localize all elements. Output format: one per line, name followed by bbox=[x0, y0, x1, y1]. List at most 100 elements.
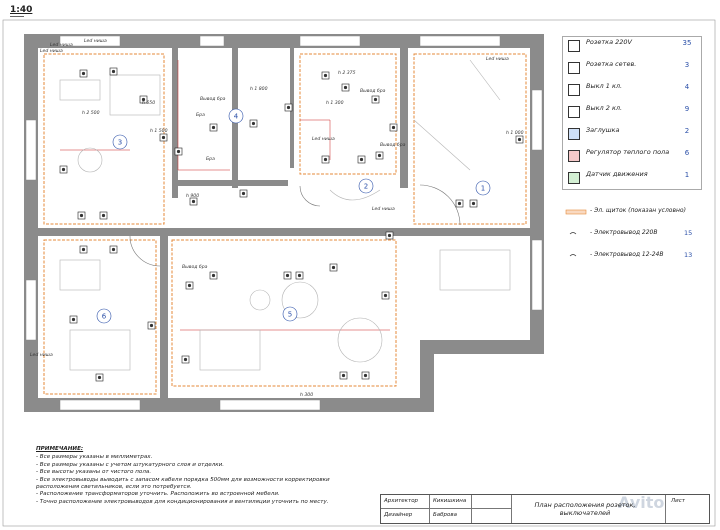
symbol-dot bbox=[331, 265, 336, 270]
legend-count: 1 bbox=[684, 171, 690, 179]
symbol-dot bbox=[81, 247, 86, 252]
stamp-sheet-title: План расположения розеток, выключателей bbox=[534, 501, 636, 517]
floor-heating-regulator-icon bbox=[568, 150, 580, 162]
room-marker: 3 bbox=[112, 134, 128, 150]
plan-label: Led ниша bbox=[486, 56, 509, 62]
symbol-dot bbox=[343, 85, 348, 90]
legend-row: Розетка 220V 35 bbox=[562, 36, 712, 58]
symbol-dot bbox=[149, 323, 154, 328]
symbol-dot bbox=[286, 105, 291, 110]
legend-label: Регулятор теплого пола bbox=[586, 148, 670, 156]
note-line: - Все размеры указаны с учетом штукатурн… bbox=[36, 461, 225, 468]
watermark: Avito bbox=[618, 493, 664, 512]
stamp-name-designer: Баброва bbox=[433, 512, 458, 518]
room-marker: 5 bbox=[282, 306, 298, 322]
plan-label: Бра bbox=[196, 112, 205, 118]
plan-label: Вывод бра bbox=[182, 264, 208, 270]
legend-row: Розетка сетев.3 bbox=[562, 58, 712, 80]
room-marker: 6 bbox=[96, 308, 112, 324]
orange-contours bbox=[43, 53, 527, 395]
symbol-dot bbox=[211, 125, 216, 130]
plan-label: h 300 bbox=[300, 392, 313, 398]
symbol-dot bbox=[81, 71, 86, 76]
legend-row: Датчик движения 1 bbox=[562, 168, 712, 190]
plan-label: h 2 375 bbox=[338, 70, 356, 76]
plan-label: h 650 bbox=[142, 100, 155, 106]
note-line: - Все размеры указаны в миллиметрах. bbox=[36, 454, 153, 461]
exterior-walls bbox=[24, 34, 544, 412]
room-marker: 1 bbox=[475, 180, 491, 196]
symbol-dot bbox=[297, 273, 302, 278]
legend-label: Розетка сетев. bbox=[586, 60, 637, 68]
plan-label: h 1 300 bbox=[326, 100, 344, 106]
room-number: 2 bbox=[364, 183, 368, 191]
symbol-dot bbox=[373, 97, 378, 102]
room-number: 1 bbox=[481, 185, 485, 193]
symbol-dot bbox=[457, 201, 462, 206]
note-line: - Расположение трансформаторов уточнить.… bbox=[36, 491, 280, 498]
symbol-dot bbox=[387, 233, 392, 238]
symbol-dot bbox=[383, 293, 388, 298]
plan-label: h 2 500 bbox=[82, 110, 100, 116]
door-swings bbox=[129, 184, 461, 267]
symbol-dot bbox=[285, 273, 290, 278]
legend-count: 35 bbox=[682, 39, 692, 47]
legend-label: Розетка 220V bbox=[586, 38, 632, 46]
symbol-dot bbox=[141, 97, 146, 102]
stamp-sheet-label: Лист bbox=[671, 498, 685, 504]
panel-line-sample bbox=[565, 209, 587, 215]
legend-line-count: 13 bbox=[684, 251, 693, 259]
title-underline bbox=[10, 16, 24, 17]
switch-2-icon bbox=[568, 106, 580, 118]
plug-icon bbox=[568, 128, 580, 140]
legend-row: Регулятор теплого пола 6 bbox=[562, 146, 712, 168]
plan-label: Led ниша bbox=[372, 206, 395, 212]
symbol-dot bbox=[79, 213, 84, 218]
wire-220-sample bbox=[569, 232, 577, 235]
legend-label: Выкл 2 кл. bbox=[586, 104, 623, 112]
legend-row: Выкл 2 кл. 9 bbox=[562, 102, 712, 124]
legend-label: Выкл 1 кл. bbox=[586, 82, 623, 90]
symbol-dot bbox=[97, 375, 102, 380]
stamp-role-designer: Дизайнер bbox=[384, 512, 413, 518]
motion-sensor-icon bbox=[568, 172, 580, 184]
symbol-dot bbox=[111, 69, 116, 74]
plan-label: h 900 bbox=[186, 193, 199, 199]
switch-1-icon bbox=[568, 84, 580, 96]
title-block: Архитектор Кикишкина Дизайнер Баброва Пл… bbox=[380, 494, 710, 524]
symbol-dot bbox=[323, 157, 328, 162]
symbol-dot bbox=[176, 149, 181, 154]
legend-count: 2 bbox=[684, 127, 690, 135]
plan-label: Led ниша bbox=[312, 136, 335, 142]
symbol-dot bbox=[183, 357, 188, 362]
room-number: 4 bbox=[234, 113, 239, 121]
stamp-name-architect: Кикишкина bbox=[433, 498, 467, 504]
legend-count: 6 bbox=[684, 149, 690, 157]
symbol-dot bbox=[471, 201, 476, 206]
symbol-dot bbox=[359, 157, 364, 162]
symbol-dot bbox=[191, 199, 196, 204]
legend-count: 9 bbox=[684, 105, 690, 113]
plan-label: Led ниша bbox=[50, 42, 73, 48]
legend-line-label: - Эл. щиток (показан условно) bbox=[590, 207, 686, 214]
symbol-dot bbox=[363, 373, 368, 378]
socket-icon bbox=[568, 40, 580, 52]
plan-label: Вывод бра bbox=[200, 96, 226, 102]
plan-label: Led ниша bbox=[84, 38, 107, 44]
stamp-role-architect: Архитектор bbox=[384, 498, 419, 504]
symbol-dot bbox=[111, 247, 116, 252]
scale-label: 1:40 bbox=[10, 5, 33, 15]
network-socket-icon bbox=[568, 62, 580, 74]
symbol-dot bbox=[101, 213, 106, 218]
symbol-dot bbox=[211, 273, 216, 278]
room-number: 6 bbox=[102, 313, 107, 321]
legend-label: Датчик движения bbox=[586, 170, 648, 178]
symbol-dot bbox=[161, 135, 166, 140]
room-number: 5 bbox=[288, 311, 292, 319]
symbol-dot bbox=[61, 167, 66, 172]
note-line: - Все высоты указаны от чистого пола. bbox=[36, 469, 152, 476]
